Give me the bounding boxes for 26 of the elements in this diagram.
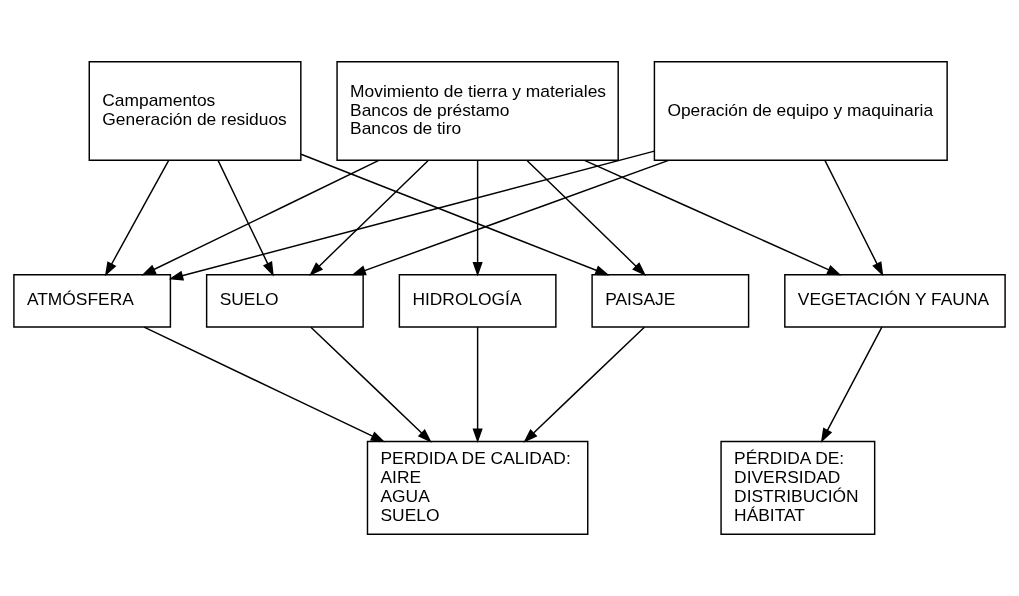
arrow	[523, 326, 646, 443]
node-box: HIDROLOGÍA	[398, 274, 557, 328]
arrow	[472, 159, 483, 277]
arrow	[104, 159, 170, 277]
arrow	[300, 153, 610, 276]
node-box: PÉRDIDA DE: DIVERSIDAD DISTRIBUCIÓN HÁBITAT	[720, 440, 876, 535]
node-box: Movimiento de tierra y materiales Bancos de préstamo Bancos de tiro	[336, 61, 619, 162]
arrow	[351, 159, 670, 276]
arrow	[472, 326, 483, 443]
arrow	[583, 159, 842, 276]
node-box: VEGETACIÓN Y FAUNA	[784, 274, 1006, 328]
node-box: PERDIDA DE CALIDAD: AIRE AGUA SUELO	[366, 440, 589, 535]
arrow	[141, 159, 380, 276]
node-box: Operación de equipo y maquinaria	[653, 61, 948, 162]
node-box: PAISAJE	[591, 274, 750, 328]
arrow	[310, 326, 432, 443]
arrow	[309, 159, 429, 276]
node-box: Campamentos Generación de residuos	[88, 61, 302, 162]
arrow	[143, 326, 386, 443]
arrow	[217, 159, 274, 277]
node-box: ATMÓSFERA	[13, 274, 172, 328]
node-box: SUELO	[205, 274, 364, 328]
arrow	[526, 159, 647, 276]
arrow	[168, 150, 656, 281]
arrow	[824, 159, 884, 277]
arrow	[820, 326, 883, 443]
